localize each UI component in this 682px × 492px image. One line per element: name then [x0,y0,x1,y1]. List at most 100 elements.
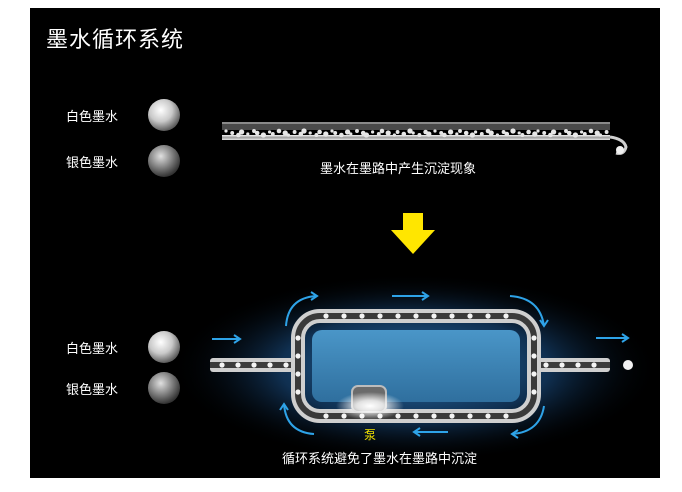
sediment-particle [526,129,531,135]
pipe-bead [295,371,301,377]
sediment-particle [246,132,250,136]
flow-arrows [212,291,630,439]
sediment-caption: 墨水在墨路中产生沉淀现象 [320,162,477,177]
flow-arrow-bottom-mid-icon [412,427,448,437]
sediment-particle [298,131,304,137]
pipe-bead [431,413,437,419]
circulation-pipes [210,309,633,423]
sediment-particle [479,132,484,136]
sediment-particle [230,131,235,135]
sediment-particle [598,133,603,137]
circulation-caption: 循环系统避免了墨水在墨路中沉淀 [282,452,478,467]
sediment-particle [520,133,525,137]
sediment-particle [442,132,447,138]
sediment-particle [588,128,594,134]
sediment-ink-line [222,122,628,155]
sediment-particle [282,130,288,136]
sediment-particle [582,132,587,136]
sediment-particle [458,129,462,133]
sediment-particle [510,128,516,134]
pipe-bead [503,313,509,319]
pipe-bead [503,413,509,419]
pipe-bead [575,362,581,368]
pipe-bead [449,313,455,319]
flow-arrow-out-icon [596,333,630,343]
silver-ink-label-bottom: 银色墨水 [66,383,119,398]
pipe-bead [267,362,273,368]
flow-arrow-top-mid-icon [392,291,430,301]
sediment-particle [286,133,290,137]
sediment-particle [236,132,241,138]
sediment-particle [363,132,370,138]
sediment-particle [270,132,275,136]
silver-ink-ball-bottom [148,372,180,404]
sediment-particle [254,130,260,136]
sediment-particle [426,131,432,137]
sediment-particle [604,130,609,134]
sediment-particle [504,131,510,137]
sediment-particle [355,129,359,133]
sediment-particle [411,131,415,135]
sediment-particle [292,130,297,134]
sediment-particle [536,129,540,133]
sediment-particle [517,131,521,135]
sediment-particle [371,130,375,134]
silver-ink-label-top: 银色墨水 [66,156,119,171]
flow-arrow-top-left-icon [285,291,319,327]
sediment-particle [314,133,319,137]
sediment-particle [488,130,494,136]
sediment-particle [376,132,381,136]
pipe-bead [531,371,537,377]
pipe-bead [531,389,537,395]
flow-arrow-bottom-left-icon [279,402,315,435]
pipe-bead [413,313,419,319]
white-ink-ball-top [148,99,180,131]
sediment-particle [495,133,499,137]
pipe-bead [395,313,401,319]
pipe-bead [431,313,437,319]
sediment-particle [548,132,553,138]
diagram-panel: 墨水循环系统 白色墨水 银色墨水 墨水在墨路中产生沉淀现象 白色墨水 银色墨水 … [30,8,660,478]
sediment-particle [433,129,437,133]
pipe-bead [485,413,491,419]
pipe-bead [395,413,401,419]
pipe-bead [377,313,383,319]
sediment-particle [276,128,282,134]
sediment-particle [532,131,538,137]
sediment-particle [550,129,557,135]
sediment-particle [447,129,454,135]
white-ink-label-top: 白色墨水 [66,110,119,125]
sediment-particle [385,130,391,136]
sediment-particle [463,130,469,136]
sediment-particle [417,133,422,137]
sediment-particle [238,129,245,135]
sediment-particle [308,131,312,135]
pipe-bead [295,335,301,341]
pipe-bead [531,353,537,359]
sediment-particle [333,131,338,135]
pipe-bead [467,313,473,319]
sediment-particle [594,130,600,136]
flow-arrow-in-icon [212,334,242,344]
sediment-particle [572,132,579,138]
silver-ink-ball-top [148,145,180,177]
pipe-bead [449,413,455,419]
sediment-particle [395,130,400,134]
pipe-bead [591,362,597,368]
sediment-particle [439,131,444,135]
pipe-bead [485,313,491,319]
sediment-particle [474,130,478,134]
sediment-particle [501,130,506,134]
sediment-particle [558,132,562,136]
page-title: 墨水循环系统 [46,28,185,53]
sediment-particle [317,129,322,135]
pipe-bead [341,313,347,319]
pipe-bead [543,362,549,368]
sediment-particle [469,132,476,138]
pipe-bead [283,362,289,368]
pipe-bead [251,362,257,368]
sediment-particle [301,128,307,134]
pipe-bead [467,413,473,419]
sediment-particle [260,132,267,138]
sediment-particle [580,130,584,134]
